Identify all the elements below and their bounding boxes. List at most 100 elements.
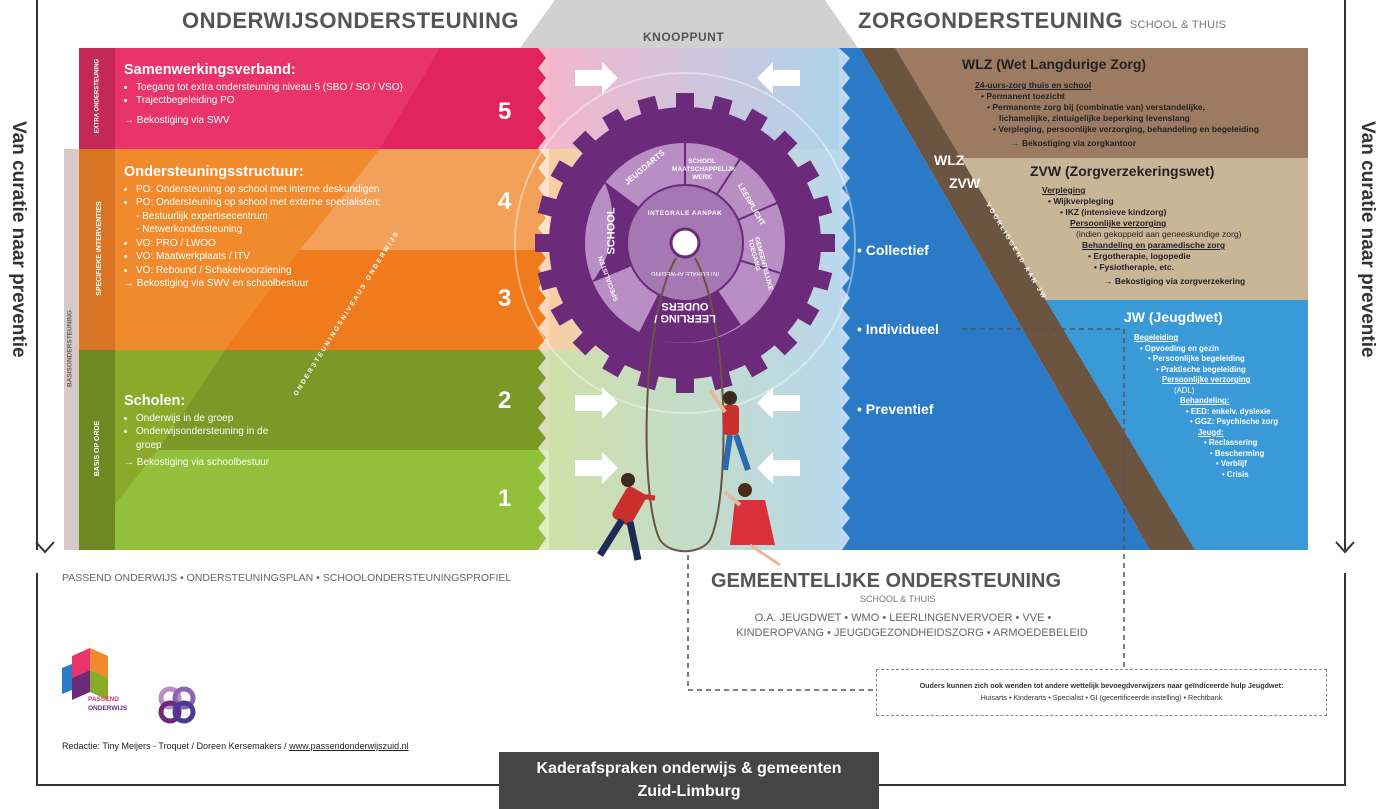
- arrow-down-right-icon: [1334, 540, 1358, 559]
- bullet-individueel: • Individueel: [857, 321, 939, 337]
- header-knooppunt: KNOOPPUNT: [643, 30, 725, 44]
- person-climbing-icon: [708, 388, 751, 471]
- level4-title: Ondersteuningsstructuur:: [124, 164, 304, 180]
- tri-l1-light: [79, 450, 549, 550]
- tab-col-l5: [79, 48, 115, 149]
- header-onderwijs: ONDERWIJSONDERSTEUNING: [182, 8, 519, 33]
- bullet-preventief: • Preventief: [857, 401, 934, 417]
- tug-rope: [645, 257, 725, 553]
- level-number-2: 2: [498, 387, 512, 414]
- wlz-line: 24-uurs-zorg thuis en school: [975, 80, 1092, 90]
- header-zorg: ZORGONDERSTEUNING SCHOOL & THUIS: [858, 8, 1226, 34]
- level5-text: Samenwerkingsverband: Toegang tot extra …: [124, 62, 484, 127]
- wlz-band: [860, 48, 1308, 158]
- person-pulling-right-icon: [723, 483, 781, 567]
- jw-line: • EED: enkelv. dyslexie: [1186, 406, 1271, 416]
- level4-item: PO: Ondersteuning op school met interne …: [136, 183, 444, 197]
- diagram-graphic: [64, 0, 1308, 553]
- wlz-line: → Bekostiging via zorgkantoor: [1011, 138, 1137, 148]
- passend-onderwijs-logo: [62, 648, 108, 700]
- level5-title: Samenwerkingsverband:: [124, 62, 296, 78]
- level-number-3: 3: [498, 285, 512, 312]
- tag-wlz: WLZ: [934, 152, 965, 168]
- basis-col: [64, 149, 79, 550]
- jw-line: • Verblijf: [1216, 459, 1247, 468]
- wlz-line: • Verpleging, persoonlijke verzorging, b…: [993, 124, 1260, 134]
- level5-item: Toegang tot extra ondersteuning niveau 5…: [136, 81, 484, 95]
- blue-zone: [839, 48, 1150, 550]
- level-number-5: 5: [498, 98, 512, 125]
- tab-col-l12: [79, 350, 115, 550]
- tag-zvw: ZVW: [949, 175, 981, 191]
- tri-l3-light: [225, 250, 549, 350]
- passend-line: PASSEND ONDERWIJS • ONDERSTEUNINGSPLAN •…: [62, 572, 512, 584]
- right-zigzag-edge: [839, 48, 850, 550]
- header-zorg-sub: SCHOOL & THUIS: [1129, 19, 1227, 31]
- zvw-title: ZVW (Zorgverzekeringswet): [1030, 163, 1215, 179]
- jw-line: • Reclassering: [1204, 438, 1258, 447]
- gear-smw-label: SCHOOL MAATSCHAPPELIJK WERK: [672, 158, 736, 181]
- knooppunt-shape: [520, 0, 858, 48]
- wlz-line: • Permanente zorg bij (combinatie van) v…: [987, 102, 1205, 112]
- level4-footer: → Bekostiging via SWV en schoolbestuur: [124, 278, 309, 289]
- jw-line: • Crisis: [1222, 469, 1249, 479]
- diag-strip: [860, 48, 1195, 550]
- level5-footer: → Bekostiging via SWV: [124, 114, 230, 126]
- gemeente-title: GEMEENTELIJKE ONDERSTEUNING: [711, 570, 1062, 592]
- level4-text: Ondersteuningsstructuur: PO: Ondersteuni…: [124, 164, 444, 291]
- redactie-link[interactable]: www.passendonderwijszuid.nl: [289, 741, 409, 751]
- bar-line1: Kaderafspraken onderwijs & gemeenten: [536, 760, 842, 777]
- frame-left-line: [36, 0, 38, 550]
- zvw-line: • IKZ (intensieve kindzorg): [1060, 207, 1167, 217]
- level4-item: VO: Rebound / Schakelvoorziening: [136, 264, 444, 278]
- frame-bottom-left-h: [36, 784, 499, 786]
- gemeente-line2: KINDEROPVANG • JEUGDGEZONDHEIDSZORG • AR…: [736, 627, 1088, 639]
- person-pulling-left-icon: [597, 473, 656, 561]
- gear-center-label: INTEGRALE AANPAK: [647, 210, 723, 217]
- jw-line: Persoonlijke verzorging: [1162, 375, 1251, 384]
- jw-line: Behandeling:: [1180, 396, 1230, 405]
- level4-item: PO: Ondersteuning op school met externe …: [136, 196, 444, 210]
- jw-line: • Persoonlijke begeleiding: [1148, 354, 1245, 363]
- wlz-line: lichamelijke, zintuigelijke beperking le…: [999, 113, 1190, 123]
- bar-line2: Zuid-Limburg: [637, 783, 741, 800]
- zvw-line: → Bekostiging via zorgverzekering: [1104, 276, 1246, 286]
- level-number-4: 4: [498, 188, 512, 215]
- left-zigzag-edge: [538, 48, 549, 550]
- tri-l4-light: [300, 149, 549, 250]
- jw-lines: Begeleiding • Opvoeding en gezin • Perso…: [1134, 333, 1304, 480]
- wlz-line: • Permanent toezicht: [981, 91, 1065, 101]
- level4-item: - Netwerkondersteuning: [136, 224, 243, 235]
- level2-text: Scholen: Onderwijs in de groep Onderwijs…: [124, 394, 284, 470]
- jw-band: [1010, 300, 1308, 550]
- jw-line: • Praktische begeleiding: [1156, 364, 1246, 374]
- zvw-line: (indien gekoppeld aan geneeskundige zorg…: [1076, 229, 1242, 239]
- bullet-collectief: • Collectief: [857, 242, 929, 258]
- level-number-1: 1: [498, 485, 512, 512]
- level4-item: VO: PRO / LWOO: [136, 237, 444, 251]
- zvw-line: • Fysiotherapie, etc.: [1094, 262, 1174, 272]
- redactie-text: Redactie: Tiny Meijers - Troquet / Doree…: [62, 741, 290, 751]
- gemeente-sub: SCHOOL & THUIS: [860, 594, 936, 604]
- jw-line: • Opvoeding en gezin: [1140, 343, 1219, 353]
- zvw-line: Verpleging: [1042, 185, 1086, 195]
- level4-item: VO: Maatwerkplaats / ITV: [136, 250, 444, 264]
- level2-item: Onderwijs in de groep: [136, 412, 284, 426]
- frame-bottom-right-v: [1344, 573, 1346, 785]
- gear: [514, 72, 856, 414]
- zvw-line: • Ergotherapie, logopedie: [1088, 251, 1191, 261]
- logo-text-onderwijs: ONDERWIJS: [88, 705, 128, 712]
- jw-line: (ADL): [1174, 385, 1195, 395]
- frame-bottom-left-v: [36, 573, 38, 785]
- redactie-line: Redactie: Tiny Meijers - Troquet / Doree…: [62, 741, 409, 751]
- flower-logo-icon: [158, 686, 196, 724]
- zvw-line: • Wijkverpleging: [1048, 196, 1114, 206]
- jw-line: Jeugd:: [1198, 427, 1224, 437]
- gemeente-line1: O.A. JEUGDWET • WMO • LEERLINGENVERVOER …: [754, 612, 1052, 624]
- tab-col-l34: [79, 149, 115, 350]
- wlz-lines: 24-uurs-zorg thuis en school • Permanent…: [975, 80, 1305, 149]
- tri-l5-light: [380, 48, 549, 149]
- zvw-line: Behandeling en paramedische zorg: [1082, 240, 1226, 250]
- note-line2: Huisarts • Kinderarts • Specialist • GI …: [980, 693, 1223, 702]
